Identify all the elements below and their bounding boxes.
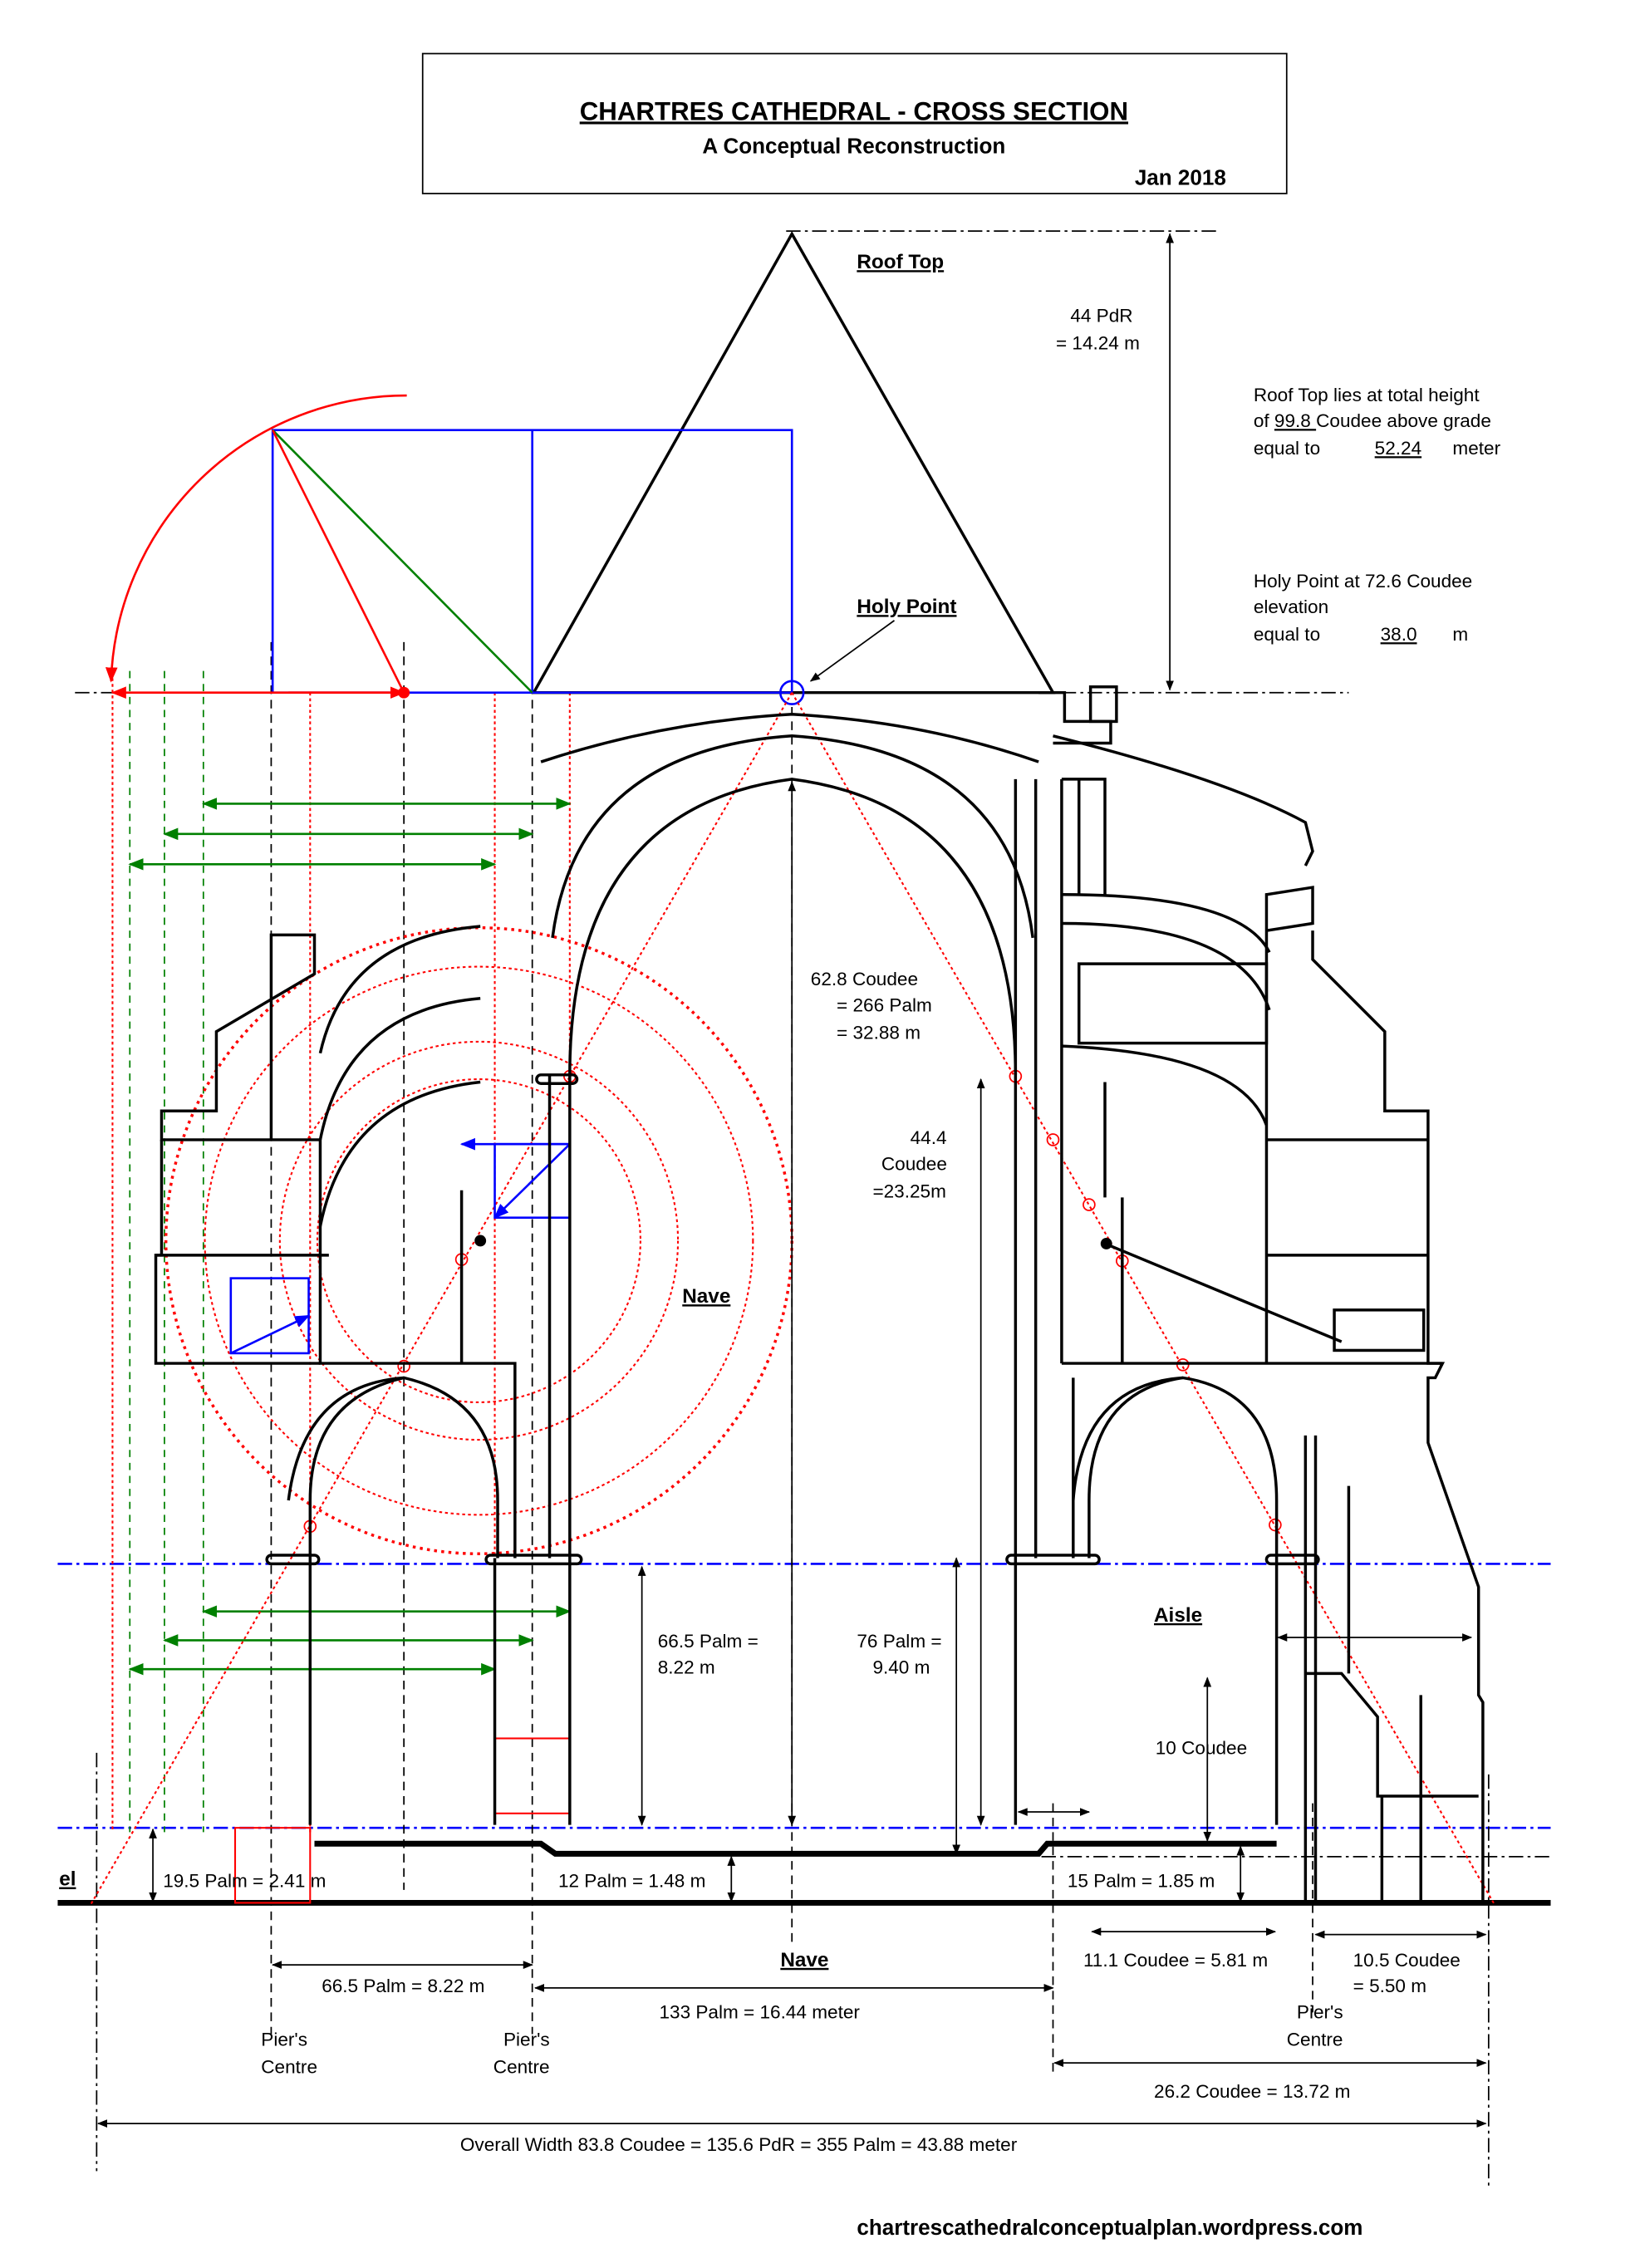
roof-height-coudee: 99.8 xyxy=(1274,410,1316,431)
svg-text:15 Palm = 1.85 m: 15 Palm = 1.85 m xyxy=(1068,1870,1215,1891)
svg-text:10 Coudee: 10 Coudee xyxy=(1156,1738,1247,1759)
svg-text:elevation: elevation xyxy=(1254,596,1328,617)
svg-text:62.8 Coudee: 62.8 Coudee xyxy=(811,969,918,989)
svg-text:Pier's: Pier's xyxy=(261,2029,307,2050)
svg-text:equal to: equal to xyxy=(1254,624,1320,645)
subtitle: A Conceptual Reconstruction xyxy=(702,133,1005,158)
svg-text:10.5 Coudee: 10.5 Coudee xyxy=(1353,1950,1461,1971)
svg-text:= 266 Palm: = 266 Palm xyxy=(837,994,932,1015)
svg-text:Overall Width 83.8 Coudee =: Overall Width 83.8 Coudee = 135.6 PdR = … xyxy=(460,2134,1018,2155)
title: CHARTRES CATHEDRAL - CROSS SECTION xyxy=(580,96,1128,125)
aisle-label: Aisle xyxy=(1154,1604,1202,1627)
svg-text:Centre: Centre xyxy=(1287,2029,1343,2050)
nave-bottom-label: Nave xyxy=(780,1949,828,1971)
left-structure xyxy=(154,713,1039,1825)
right-structure xyxy=(1005,685,1485,1903)
roof-height-m: 52.24 xyxy=(1375,438,1421,459)
date: Jan 2018 xyxy=(1135,165,1226,190)
svg-text:76 Palm =: 76 Palm = xyxy=(857,1631,941,1652)
svg-text:meter: meter xyxy=(1452,438,1500,459)
reference-lines xyxy=(57,230,1551,2190)
svg-text:Holy Point at 72.6 Coudee: Holy Point at 72.6 Coudee xyxy=(1254,571,1472,592)
svg-text:of 99.8 Coudee above grade: of 99.8 Coudee above grade xyxy=(1254,410,1491,431)
svg-text:Centre: Centre xyxy=(493,2056,550,2077)
svg-text:66.5 Palm = 8.22 m: 66.5 Palm = 8.22 m xyxy=(322,1976,484,1996)
pier-labels: Pier's Centre Pier's Centre Pier's Centr… xyxy=(261,2001,1343,2077)
svg-text:44.4: 44.4 xyxy=(911,1127,947,1148)
dimension-arrows xyxy=(96,233,1487,2128)
svg-text:Pier's: Pier's xyxy=(1297,2001,1343,2022)
nave-label: Nave xyxy=(682,1285,730,1308)
svg-text:19.5 Palm = 2.41 m: 19.5 Palm = 2.41 m xyxy=(163,1870,326,1891)
svg-text:Coudee: Coudee xyxy=(881,1153,947,1174)
footer-url: chartrescathedralconceptualplan.wordpres… xyxy=(857,2215,1362,2240)
dimension-labels: 44 PdR = 14.24 m 62.8 Coudee = 266 Palm … xyxy=(163,305,1461,2155)
roof-note: Roof Top lies at total height of 99.8 Co… xyxy=(1254,385,1501,459)
title-box: CHARTRES CATHEDRAL - CROSS SECTION A Con… xyxy=(421,52,1288,194)
svg-text:11.1 Coudee = 5.81 m: 11.1 Coudee = 5.81 m xyxy=(1083,1950,1268,1971)
svg-text:=23.25m: =23.25m xyxy=(872,1181,945,1201)
holy-point-note: Holy Point at 72.6 Coudee elevation equa… xyxy=(1254,571,1472,645)
roof-top-label: Roof Top xyxy=(857,251,944,273)
construction-geometry xyxy=(90,394,1495,1905)
svg-text:9.40 m: 9.40 m xyxy=(872,1657,930,1677)
holy-point-label: Holy Point xyxy=(857,596,956,618)
svg-text:m: m xyxy=(1452,624,1468,645)
svg-text:133 Palm = 16.44 meter: 133 Palm = 16.44 meter xyxy=(659,2001,860,2022)
svg-text:12 Palm = 1.48 m: 12 Palm = 1.48 m xyxy=(558,1870,705,1891)
svg-text:Centre: Centre xyxy=(261,2056,317,2077)
svg-text:= 14.24 m: = 14.24 m xyxy=(1056,332,1140,353)
svg-text:8.22 m: 8.22 m xyxy=(658,1657,715,1677)
roof xyxy=(531,231,1056,695)
svg-text:26.2 Coudee = 13.72 m: 26.2 Coudee = 13.72 m xyxy=(1154,2081,1350,2102)
svg-text:44 PdR: 44 PdR xyxy=(1070,305,1132,326)
svg-text:= 32.88 m: = 32.88 m xyxy=(837,1022,921,1043)
svg-text:Roof Top lies at total height: Roof Top lies at total height xyxy=(1254,385,1480,405)
el-label: el xyxy=(59,1868,76,1891)
svg-text:66.5 Palm =: 66.5 Palm = xyxy=(658,1631,759,1652)
svg-text:equal to: equal to xyxy=(1254,438,1320,459)
svg-text:= 5.50 m: = 5.50 m xyxy=(1353,1976,1426,1996)
svg-text:Pier's: Pier's xyxy=(503,2029,550,2050)
holy-point-m: 38.0 xyxy=(1381,624,1417,645)
